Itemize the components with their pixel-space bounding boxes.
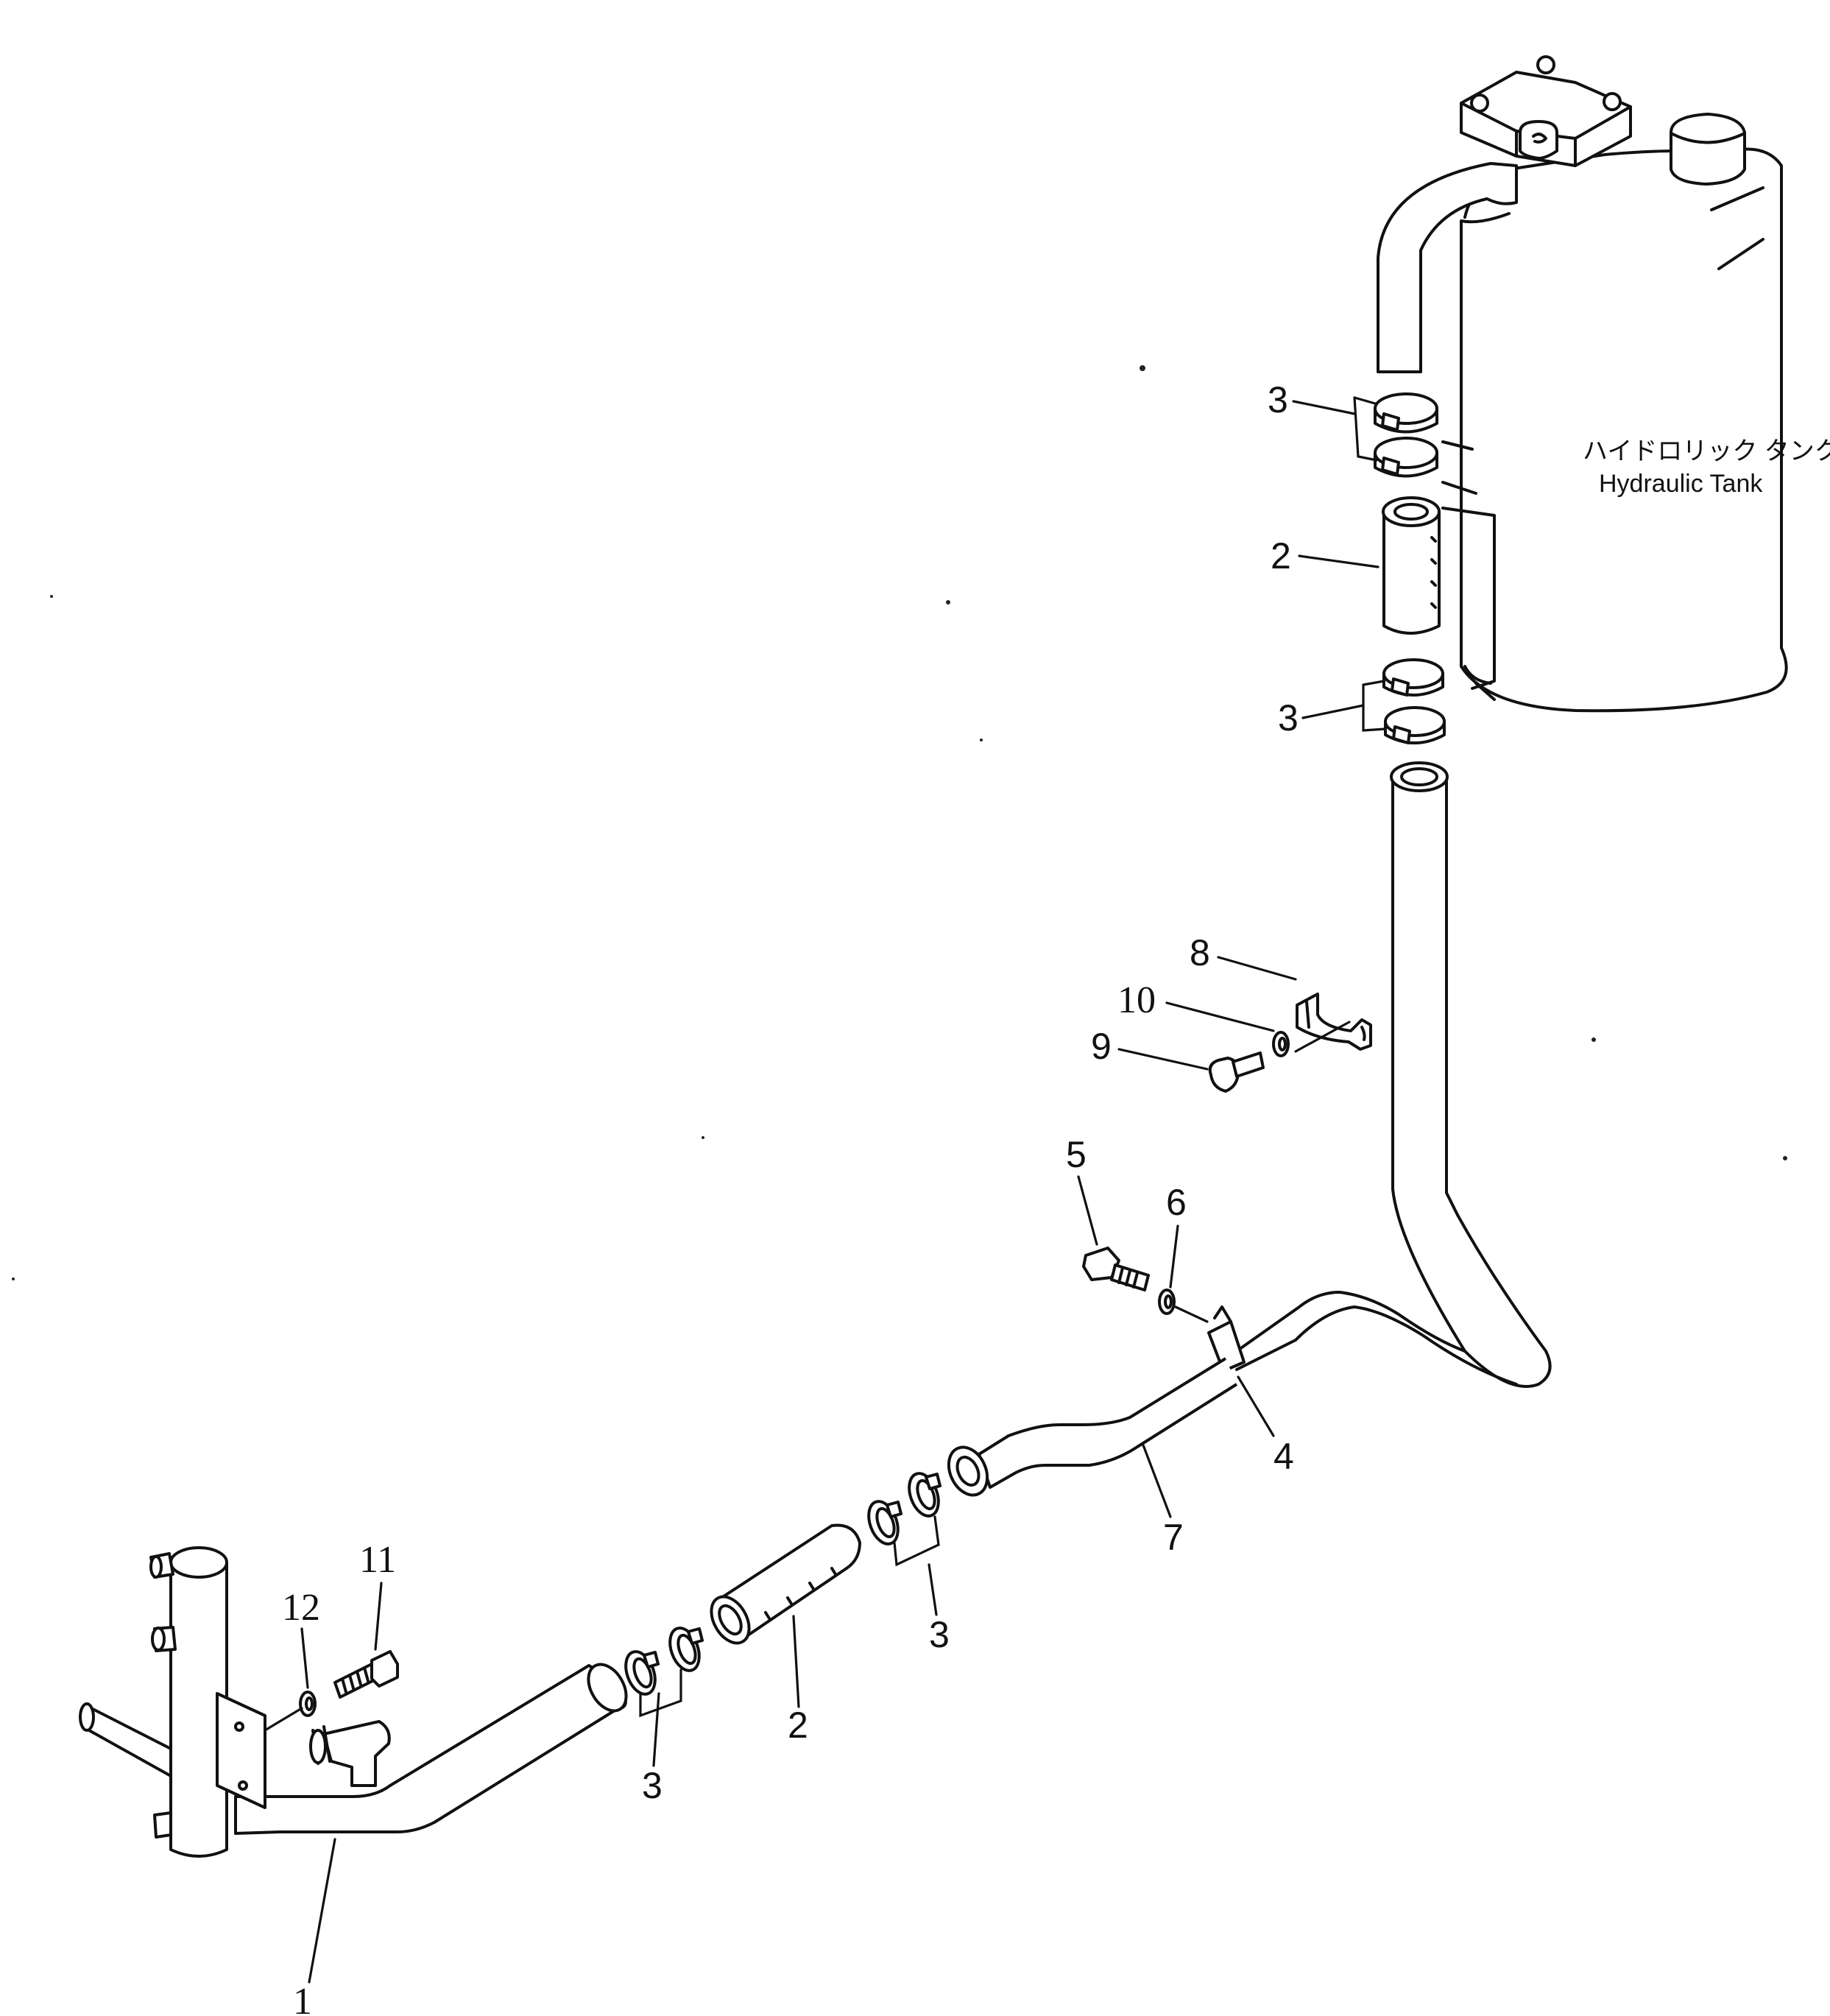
hose-lower bbox=[710, 1523, 861, 1645]
callout-3-top: 3 bbox=[1268, 379, 1288, 420]
scan-speck bbox=[1591, 1037, 1596, 1042]
scan-speck bbox=[50, 595, 53, 598]
callout-6: 6 bbox=[1166, 1182, 1187, 1223]
callout-2-lower: 2 bbox=[788, 1705, 808, 1746]
tank-label-english: Hydraulic Tank bbox=[1599, 470, 1763, 498]
hose-clamp-lower-left-1 bbox=[624, 1650, 660, 1696]
hydraulic-tank bbox=[1377, 55, 1788, 713]
scan-speck bbox=[1140, 365, 1145, 371]
elbow-tube-1 bbox=[79, 1546, 628, 1858]
washer-6 bbox=[1158, 1289, 1176, 1315]
bolt-5 bbox=[1082, 1247, 1150, 1291]
bolt-9 bbox=[1208, 1051, 1265, 1093]
scan-speck bbox=[702, 1136, 704, 1139]
hose-clamp-lower-right-1 bbox=[867, 1500, 902, 1546]
hose-upper bbox=[1382, 496, 1441, 635]
scan-speck bbox=[12, 1277, 15, 1280]
bracket-8 bbox=[1296, 993, 1372, 1051]
tank-label-japanese: ハイドロリック タンク bbox=[1583, 437, 1830, 465]
hose-clamp-lower-right-2 bbox=[908, 1472, 942, 1518]
callout-5: 5 bbox=[1066, 1134, 1087, 1175]
callout-7: 7 bbox=[1163, 1517, 1184, 1558]
washer-10 bbox=[1272, 1031, 1290, 1057]
callout-8: 8 bbox=[1190, 932, 1210, 973]
callout-2-upper: 2 bbox=[1271, 535, 1291, 577]
callout-10: 10 bbox=[1117, 979, 1156, 1021]
callout-3-mid: 3 bbox=[1278, 697, 1299, 739]
hose-clamp-upper-2 bbox=[1374, 437, 1438, 478]
bolt-11 bbox=[333, 1650, 399, 1699]
callout-1: 1 bbox=[293, 1981, 312, 2016]
callout-9: 9 bbox=[1091, 1026, 1112, 1067]
callout-4: 4 bbox=[1273, 1436, 1294, 1477]
callout-11: 11 bbox=[359, 1539, 396, 1581]
callout-3-lower-right: 3 bbox=[929, 1614, 950, 1655]
hose-clamp-mid-2 bbox=[1384, 706, 1446, 744]
callout-12: 12 bbox=[282, 1587, 320, 1629]
callout-3-lower-left: 3 bbox=[642, 1765, 663, 1806]
scan-speck bbox=[946, 600, 950, 605]
hose-clamp-mid-1 bbox=[1382, 658, 1444, 697]
scan-speck bbox=[1783, 1156, 1787, 1160]
tube-4 bbox=[1224, 761, 1552, 1388]
washer-12 bbox=[299, 1691, 317, 1717]
hose-clamp-upper-1 bbox=[1374, 392, 1438, 434]
hose-clamp-lower-left-2 bbox=[668, 1626, 704, 1672]
tube-7 bbox=[947, 1357, 1238, 1497]
scan-speck bbox=[980, 739, 983, 741]
clamp-4 bbox=[1207, 1305, 1246, 1372]
